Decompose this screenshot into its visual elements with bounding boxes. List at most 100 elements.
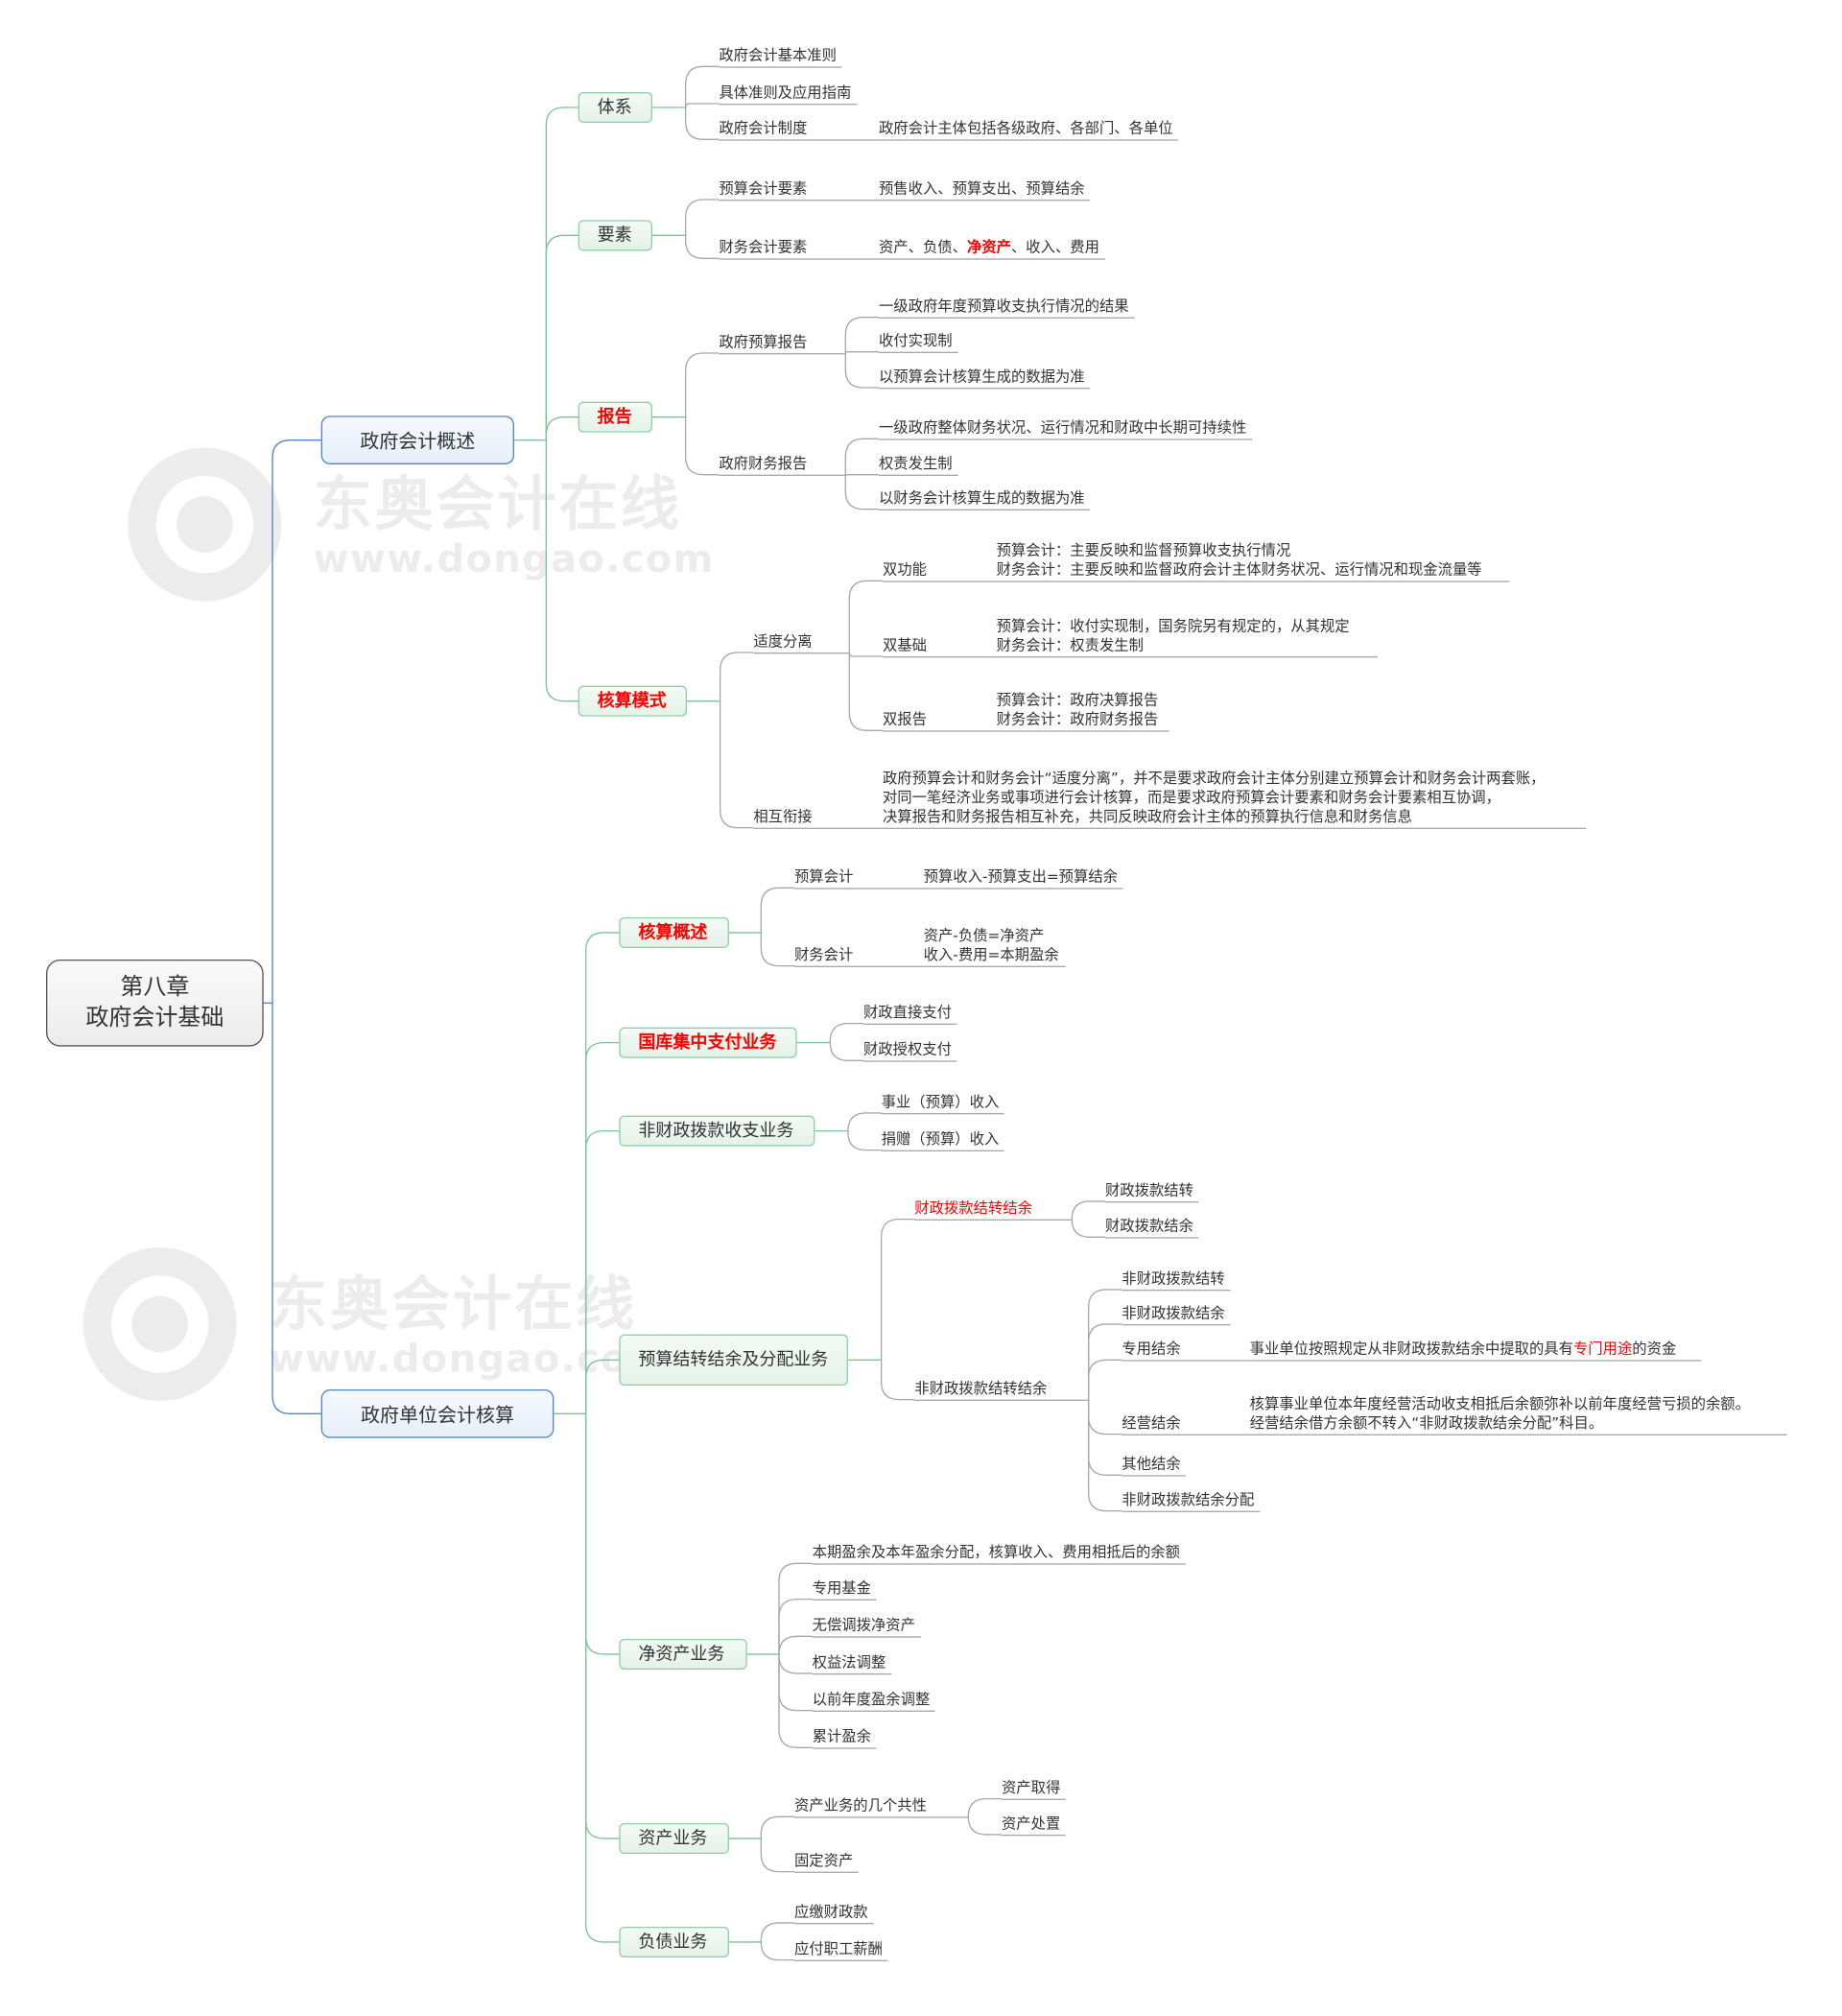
node-a3-2-3[interactable]: 以财务会计核算生成的数据为准 xyxy=(878,488,1090,510)
node-b3[interactable]: 非财政拨款收支业务 xyxy=(619,1115,815,1147)
node-b4-2-3n[interactable]: 事业单位按照规定从非财政拨款结余中提取的具有专门用途的资金 xyxy=(1249,1339,1702,1362)
connector-line xyxy=(778,1653,813,1748)
node-b4-2-1[interactable]: 非财政拨款结转 xyxy=(1122,1269,1230,1292)
node-a3-1-1[interactable]: 一级政府年度预算收支执行情况的结果 xyxy=(878,296,1134,319)
connector-line xyxy=(829,1042,863,1061)
connector-line xyxy=(778,1635,813,1654)
node-a1-3-1[interactable]: 政府会计主体包括各级政府、各部门、各单位 xyxy=(878,119,1178,141)
connector-line xyxy=(684,416,720,476)
node-a4-1-3n[interactable]: 预算会计：政府决算报告财务会计：政府财务报告 xyxy=(996,691,1169,732)
node-b6[interactable]: 资产业务 xyxy=(619,1822,729,1854)
node-b1-1[interactable]: 预算会计 xyxy=(793,867,924,889)
node-b6-1[interactable]: 资产业务的几个共性 xyxy=(793,1796,969,1818)
connector-line xyxy=(1087,1399,1122,1435)
node-a3[interactable]: 报告 xyxy=(578,401,652,433)
connector-line xyxy=(684,352,720,417)
connector-line xyxy=(847,1112,882,1131)
text-line: 决算报告和财务报告相互补充，共同反映政府会计主体的预算执行信息和财务信息 xyxy=(882,807,1412,825)
node-b7-2[interactable]: 应付职工薪酬 xyxy=(793,1939,888,1961)
node-b4-2-4n[interactable]: 核算事业单位本年度经营活动收支相抵后余额弥补以前年度经营亏损的余额。经营结余借方… xyxy=(1249,1394,1787,1435)
highlighted-text: 专门用途 xyxy=(1572,1339,1633,1358)
node-b7[interactable]: 负债业务 xyxy=(619,1926,729,1957)
node-b1-2n[interactable]: 资产-负债=净资产收入-费用=本期盈余 xyxy=(923,926,1066,967)
node-b3-1[interactable]: 事业（预算）收入 xyxy=(881,1093,1004,1115)
connector-line xyxy=(844,350,879,354)
node-a3-1-3[interactable]: 以预算会计核算生成的数据为准 xyxy=(878,368,1090,390)
node-b6-1-1[interactable]: 资产取得 xyxy=(1001,1778,1066,1800)
node-b5-5[interactable]: 以前年度盈余调整 xyxy=(812,1690,935,1712)
text-line: 政府会计基础 xyxy=(85,1004,224,1032)
node-a4[interactable]: 核算模式 xyxy=(578,685,687,717)
node-b5-1[interactable]: 本期盈余及本年盈余分配，核算收入、费用相抵后的余额 xyxy=(812,1543,1186,1565)
node-b4-1[interactable]: 财政拨款结转结余 xyxy=(914,1198,1073,1221)
node-a1-3[interactable]: 政府会计制度 xyxy=(719,119,879,141)
connector-line xyxy=(760,932,794,967)
node-b5[interactable]: 净资产业务 xyxy=(619,1638,747,1670)
node-b2-2[interactable]: 财政授权支付 xyxy=(862,1040,957,1062)
node-b5-6[interactable]: 累计盈余 xyxy=(812,1727,877,1749)
node-a4-2n[interactable]: 政府预算会计和财务会计“适度分离”，并不是要求政府会计主体分别建立预算会计和财务… xyxy=(882,769,1587,829)
node-b4-1-2[interactable]: 财政拨款结余 xyxy=(1104,1217,1199,1239)
connector-line xyxy=(880,1360,915,1401)
node-b5-2[interactable]: 专用基金 xyxy=(812,1578,877,1601)
node-a4-1-2n[interactable]: 预算会计：收付实现制，国务院另有规定的，从其规定财务会计：权责发生制 xyxy=(996,617,1378,658)
node-a4-1-1n[interactable]: 预算会计：主要反映和监督预算收支执行情况财务会计：主要反映和监督政府会计主体财务… xyxy=(996,541,1510,582)
node-a1-1[interactable]: 政府会计基本准则 xyxy=(719,46,842,68)
node-b5-3[interactable]: 无偿调拨净资产 xyxy=(812,1616,921,1638)
node-a3-2-1[interactable]: 一级政府整体财务状况、运行情况和财政中长期可持续性 xyxy=(878,418,1252,440)
node-b4-2-5[interactable]: 其他结余 xyxy=(1122,1455,1186,1477)
node-a3-1-2[interactable]: 收付实现制 xyxy=(878,331,957,353)
connector-line xyxy=(1087,1289,1122,1400)
node-a1[interactable]: 体系 xyxy=(578,91,652,123)
connector-line xyxy=(1087,1399,1122,1476)
node-b2-1[interactable]: 财政直接支付 xyxy=(862,1003,957,1025)
connector-line xyxy=(584,1413,620,1943)
node-b6-1-2[interactable]: 资产处置 xyxy=(1001,1814,1066,1837)
connector-line xyxy=(848,652,883,657)
connector-line xyxy=(1071,1219,1105,1238)
connector-line xyxy=(778,1653,813,1674)
node-b4-2-2[interactable]: 非财政拨款结余 xyxy=(1122,1304,1230,1326)
node-b5-4[interactable]: 权益法调整 xyxy=(812,1653,891,1675)
node-b4-2-4[interactable]: 经营结余 xyxy=(1122,1413,1250,1435)
node-b1[interactable]: 核算概述 xyxy=(619,916,729,948)
node-b4-2[interactable]: 非财政拨款结转结余 xyxy=(914,1379,1089,1401)
node-b3-2[interactable]: 捐赠（预算）收入 xyxy=(881,1129,1004,1151)
connector-line xyxy=(848,652,883,731)
node-a4-1[interactable]: 适度分离 xyxy=(753,632,850,654)
node-a4-1-3[interactable]: 双报告 xyxy=(882,710,997,732)
node-a2-2-1[interactable]: 资产、负债、净资产、收入、费用 xyxy=(878,238,1105,260)
node-b4-2-6[interactable]: 非财政拨款结余分配 xyxy=(1122,1490,1260,1512)
node-b6-2[interactable]: 固定资产 xyxy=(793,1851,859,1873)
node-b[interactable]: 政府单位会计核算 xyxy=(320,1388,555,1438)
text-line: 财务会计：权责发生制 xyxy=(996,635,1144,654)
node-a3-2-2[interactable]: 权责发生制 xyxy=(878,454,957,476)
node-a3-2[interactable]: 政府财务报告 xyxy=(719,454,846,476)
node-b7-1[interactable]: 应缴财政款 xyxy=(793,1903,873,1925)
connector-line xyxy=(1087,1359,1122,1400)
node-a2-1[interactable]: 预算会计要素 xyxy=(719,179,879,202)
node-b2[interactable]: 国库集中支付业务 xyxy=(619,1027,797,1058)
node-a3-1[interactable]: 政府预算报告 xyxy=(719,333,846,355)
node-a1-2[interactable]: 具体准则及应用指南 xyxy=(719,83,857,106)
node-b4[interactable]: 预算结转结余及分配业务 xyxy=(619,1334,848,1386)
connector-line xyxy=(684,103,720,108)
node-a4-1-1[interactable]: 双功能 xyxy=(882,560,997,582)
node-b1-1n[interactable]: 预算收入-预算支出=预算结余 xyxy=(923,867,1123,889)
node-a2-1-1[interactable]: 预售收入、预算支出、预算结余 xyxy=(878,179,1090,202)
node-a[interactable]: 政府会计概述 xyxy=(320,415,514,464)
connector-line xyxy=(844,474,879,510)
node-a2[interactable]: 要素 xyxy=(578,220,652,251)
connector-line xyxy=(584,1413,620,1839)
node-b4-1-1[interactable]: 财政拨款结转 xyxy=(1104,1181,1199,1203)
node-root[interactable]: 第八章政府会计基础 xyxy=(45,959,264,1047)
connector-line xyxy=(1087,1399,1122,1512)
node-b1-2[interactable]: 财务会计 xyxy=(793,945,924,967)
node-a4-1-2[interactable]: 双基础 xyxy=(882,636,997,658)
connector-line xyxy=(545,439,579,702)
node-a2-2[interactable]: 财务会计要素 xyxy=(719,238,879,260)
connector-line xyxy=(844,352,879,389)
node-a4-2[interactable]: 相互衔接 xyxy=(753,807,883,829)
connector-line xyxy=(684,199,720,236)
node-b4-2-3[interactable]: 专用结余 xyxy=(1122,1340,1250,1362)
